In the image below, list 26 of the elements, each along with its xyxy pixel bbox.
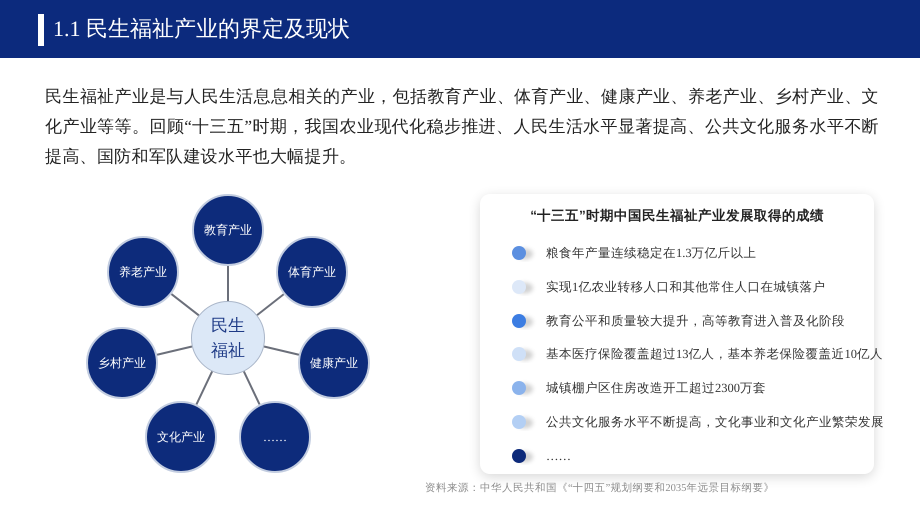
achievement-item: 粮食年产量连续稳定在1.3万亿斤以上 <box>546 245 757 262</box>
intro-paragraph: 民生福祉产业是与人民生活息息相关的产业，包括教育产业、体育产业、健康产业、养老产业、乡村产业、文化产业等等。回顾“十三五”时期，我国农业现代化稳步推进、人民生活水平显著提高、公共文化服务水平不断提高、国防和军队建设水平也大幅提升。 <box>45 86 879 168</box>
achievement-item: 实现1亿农业转移人口和其他常住人口在城镇落户 <box>546 278 826 296</box>
connector-line <box>242 371 260 405</box>
center-circle: 民生福祉 <box>191 301 265 375</box>
slide-title: 1.1 民生福祉产业的界定及现状 <box>53 15 350 43</box>
connector-line <box>196 371 214 405</box>
connector-line <box>156 346 192 356</box>
achievement-item: 公共文化服务水平不断提高，文化事业和文化产业繁荣发展 <box>546 414 884 431</box>
industry-circle: 健康产业 <box>298 327 370 399</box>
industry-circle: 文化产业 <box>145 401 217 473</box>
panel-heading: “十三五”时期中国民生福祉产业发展取得的成绩 <box>529 207 825 225</box>
industry-circle: …… <box>239 401 311 473</box>
connector-line <box>170 293 200 316</box>
achievement-item: 基本医疗保险覆盖超过13亿人，基本养老保险覆盖近10亿人 <box>546 346 883 364</box>
connector-line <box>264 346 300 356</box>
industry-circle: 乡村产业 <box>86 327 158 399</box>
industry-circle: 体育产业 <box>276 236 348 308</box>
achievement-item: 城镇棚户区住房改造开工超过2300万套 <box>546 380 766 398</box>
source-note: 资料来源：中华人民共和国《“十四五”规划纲要和2035年远景目标纲要》 <box>425 481 774 496</box>
achievement-item: 教育公平和质量较大提升，高等教育进入普及化阶段 <box>546 312 845 330</box>
connector-line <box>227 266 229 301</box>
connector-line <box>256 293 284 316</box>
achievement-item: …… <box>546 448 571 465</box>
industry-circle: 教育产业 <box>192 194 264 266</box>
industry-circle: 养老产业 <box>107 236 179 308</box>
